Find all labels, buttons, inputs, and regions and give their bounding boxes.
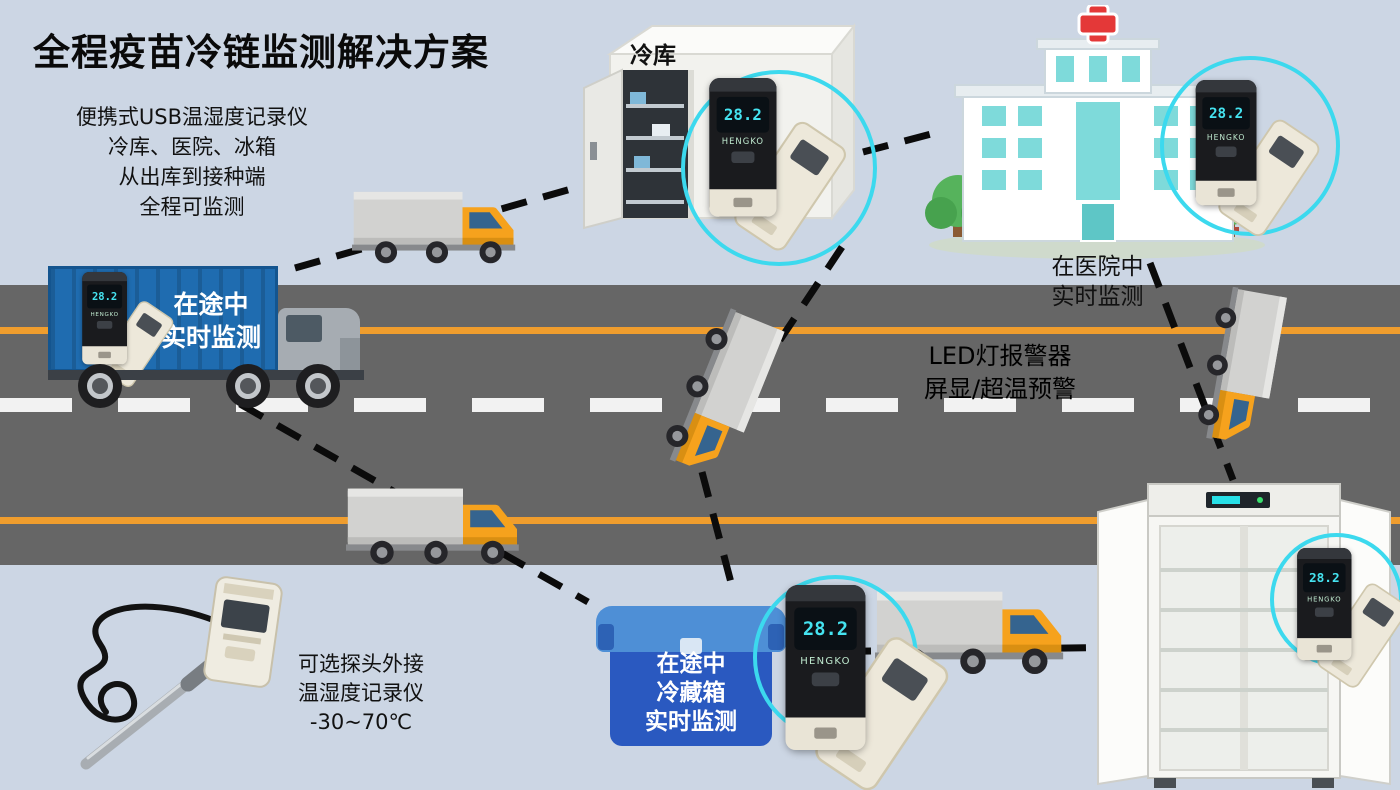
intro-line1: 便携式USB温湿度记录仪 <box>75 105 309 129</box>
logger-lcd-reading: 28.2 <box>716 96 770 133</box>
intro-line4: 全程可监测 <box>139 195 245 219</box>
cooler-caption-line1: 在途中 <box>656 651 726 677</box>
red-cross-icon <box>1077 5 1119 45</box>
truck-wheel-middle <box>226 364 270 408</box>
cooler-body <box>610 646 772 746</box>
delivery-truck-lower-left <box>346 476 526 566</box>
usb-logger-hospital: 28.2 HENGKO <box>1190 80 1324 246</box>
cooler-latch <box>680 638 702 654</box>
logger-button <box>811 672 840 687</box>
probe-logger-lcd <box>220 599 270 633</box>
logger-brand: HENGKO <box>1206 133 1246 142</box>
usb-logger-cooler: 28.2 HENGKO <box>778 585 954 790</box>
hospital-caption-line2: 实时监测 <box>1051 284 1144 310</box>
logger-cap <box>785 585 866 602</box>
probe-cable <box>77 603 216 723</box>
hospital-caption: 在医院中 实时监测 <box>1020 252 1175 312</box>
truck-cab <box>278 308 360 372</box>
fridge-status-led <box>1257 497 1263 503</box>
fridge-foot-right <box>1312 778 1334 788</box>
intro-line2: 冷库、医院、冰箱 <box>108 135 276 159</box>
logger-cap <box>1297 548 1352 560</box>
usb-logger-front: 28.2 HENGKO <box>785 585 866 750</box>
truck-wheel-front <box>296 364 340 408</box>
logger-brand: HENGKO <box>800 655 851 667</box>
logger-usb-plug <box>785 717 866 750</box>
probe-caption-line3: -30~70℃ <box>309 710 413 734</box>
logger-usb-plug <box>82 346 127 365</box>
logger-brand: HENGKO <box>1307 595 1342 604</box>
usb-logger-fridge: 28.2 HENGKO <box>1292 548 1400 697</box>
transit-caption: 在途中 实时监测 <box>146 288 276 354</box>
logger-button <box>96 321 113 329</box>
logger-cap <box>82 272 127 282</box>
transit-caption-line2: 实时监测 <box>160 323 261 352</box>
led-alarm-caption: LED灯报警器 屏显/超温预警 <box>900 340 1100 406</box>
intro-line3: 从出库到接种端 <box>118 165 266 189</box>
cooler-caption-line2: 冷藏箱 <box>656 680 726 706</box>
cooler-box: 在途中 冷藏箱 实时监测 <box>596 606 786 748</box>
probe-caption: 可选探头外接 温湿度记录仪 -30~70℃ <box>282 650 440 737</box>
coldroom-shelves <box>626 92 684 204</box>
led-alarm-line1: LED灯报警器 <box>928 342 1072 370</box>
probe-thermometer-logger <box>77 576 283 770</box>
logger-button <box>1314 607 1334 617</box>
probe-caption-line1: 可选探头外接 <box>298 652 424 676</box>
intro-text: 便携式USB温湿度记录仪 冷库、医院、冰箱 从出库到接种端 全程可监测 <box>52 102 332 222</box>
logger-brand: HENGKO <box>721 136 765 147</box>
cooler-caption-line3: 实时监测 <box>645 709 737 735</box>
page-title: 全程疫苗冷链监测解决方案 <box>33 31 489 74</box>
usb-logger-truck: 28.2 HENGKO <box>78 272 177 395</box>
probe-logger-body <box>203 576 283 688</box>
usb-logger-front: 28.2 HENGKO <box>82 272 127 365</box>
logger-lcd-reading: 28.2 <box>1303 563 1346 593</box>
probe-logger-button <box>224 646 256 662</box>
logger-cap <box>709 78 777 92</box>
fridge-display-digits <box>1212 496 1240 504</box>
hospital-caption-line1: 在医院中 <box>1051 254 1144 280</box>
led-alarm-line2: 屏显/超温预警 <box>923 375 1077 403</box>
coldroom-open-door <box>583 68 623 230</box>
container-truck: 在途中 实时监测 28.2 HENGKO <box>48 262 366 412</box>
logger-button <box>731 151 755 164</box>
logger-brand: HENGKO <box>90 311 119 318</box>
usb-logger-front: 28.2 HENGKO <box>1297 548 1352 661</box>
logger-usb-plug <box>1297 638 1352 661</box>
logger-button <box>1215 146 1237 157</box>
cold-storage-label: 冷库 <box>630 43 676 69</box>
usb-logger-coldroom: 28.2 HENGKO <box>703 78 851 262</box>
coldroom-door-handle <box>590 142 597 160</box>
truck-wheel-rear <box>78 364 122 408</box>
probe-caption-line2: 温湿度记录仪 <box>298 681 424 705</box>
logger-usb-plug <box>709 189 777 217</box>
usb-logger-front: 28.2 HENGKO <box>1195 80 1257 206</box>
cooler-caption: 在途中 冷藏箱 实时监测 <box>610 650 772 737</box>
cab-front <box>340 338 360 372</box>
hospital-entrance <box>1080 202 1116 242</box>
cab-window <box>286 315 322 342</box>
logger-usb-plug <box>1195 180 1257 206</box>
usb-logger-front: 28.2 HENGKO <box>709 78 777 217</box>
logger-cap <box>1195 80 1257 93</box>
truck-chassis <box>48 370 364 380</box>
logger-lcd-reading: 28.2 <box>794 607 857 650</box>
cooler-handle-left <box>598 624 614 650</box>
logger-lcd-reading: 28.2 <box>1202 97 1250 130</box>
transit-caption-line1: 在途中 <box>173 290 249 319</box>
delivery-truck-top <box>352 180 522 265</box>
fridge-foot-left <box>1154 778 1176 788</box>
highlight-ring-hospital <box>1160 56 1340 236</box>
logger-lcd-reading: 28.2 <box>87 284 123 309</box>
highlight-ring-coldroom <box>681 70 877 266</box>
fridge-left-door <box>1097 498 1149 786</box>
